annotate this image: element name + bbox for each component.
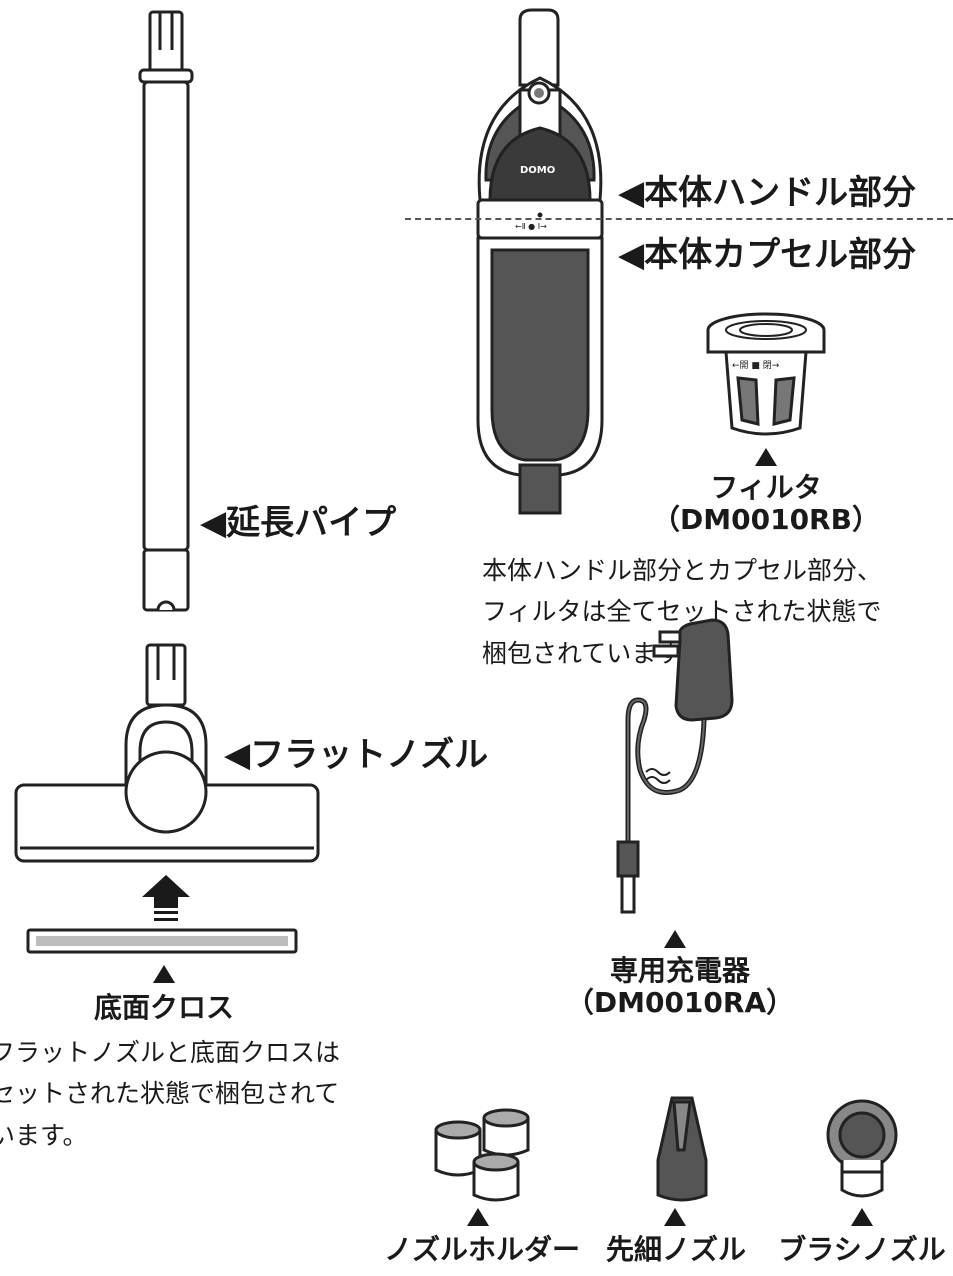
label-handle: ◀本体ハンドル部分	[618, 173, 917, 213]
cloth-pointer-icon	[153, 965, 175, 983]
label-flat-nozzle: ◀フラットノズル	[224, 735, 489, 775]
body-note-line-1: 本体ハンドル部分とカプセル部分、	[482, 556, 883, 585]
label-brush-nozzle: ブラシノズル	[778, 1233, 946, 1266]
nozzle-note-line-3: います。	[0, 1120, 88, 1150]
power-switch-indicator: ←Ⅱ ● Ⅰ→	[515, 222, 547, 231]
nozzle-note-line-2: セットされた状態で梱包されて	[0, 1079, 340, 1109]
charger-pointer-icon	[664, 930, 686, 948]
charger-caption: 専用充電器 （DM0010RA）	[555, 954, 805, 1020]
charger-name: 専用充電器	[609, 954, 750, 987]
filter-pointer-icon	[755, 448, 777, 466]
filter-model: （DM0010RB）	[652, 503, 880, 537]
brush-pointer-icon	[851, 1208, 873, 1226]
body-packaging-note: 本体ハンドル部分とカプセル部分、 フィルタは全てセットされた状態で 梱包されてい…	[482, 550, 882, 674]
charger-model: （DM0010RA）	[565, 986, 795, 1020]
body-note-line-2: フィルタは全てセットされた状態で	[482, 597, 882, 627]
nozzle-note-line-1: フラットノズルと底面クロスは	[0, 1038, 341, 1067]
section-divider	[405, 218, 953, 220]
label-crevice-nozzle: 先細ノズル	[605, 1233, 746, 1266]
label-capsule: ◀本体カプセル部分	[618, 235, 917, 275]
filter-name: フィルタ	[710, 471, 822, 504]
label-nozzle-holder: ノズルホルダー	[383, 1233, 580, 1266]
cloth-caption: 底面クロス	[93, 991, 234, 1024]
crevice-pointer-icon	[664, 1208, 686, 1226]
label-extension-pipe: ◀延長パイプ	[200, 503, 397, 543]
filter-dial-text: ←開 ■ 閉→	[732, 361, 780, 371]
nozzle-packaging-note: フラットノズルと底面クロスは セットされた状態で梱包されて います。	[0, 1032, 340, 1156]
brand-logo: DOMO	[520, 165, 556, 176]
filter-caption: フィルタ （DM0010RB）	[646, 471, 886, 537]
holder-pointer-icon	[467, 1208, 489, 1226]
